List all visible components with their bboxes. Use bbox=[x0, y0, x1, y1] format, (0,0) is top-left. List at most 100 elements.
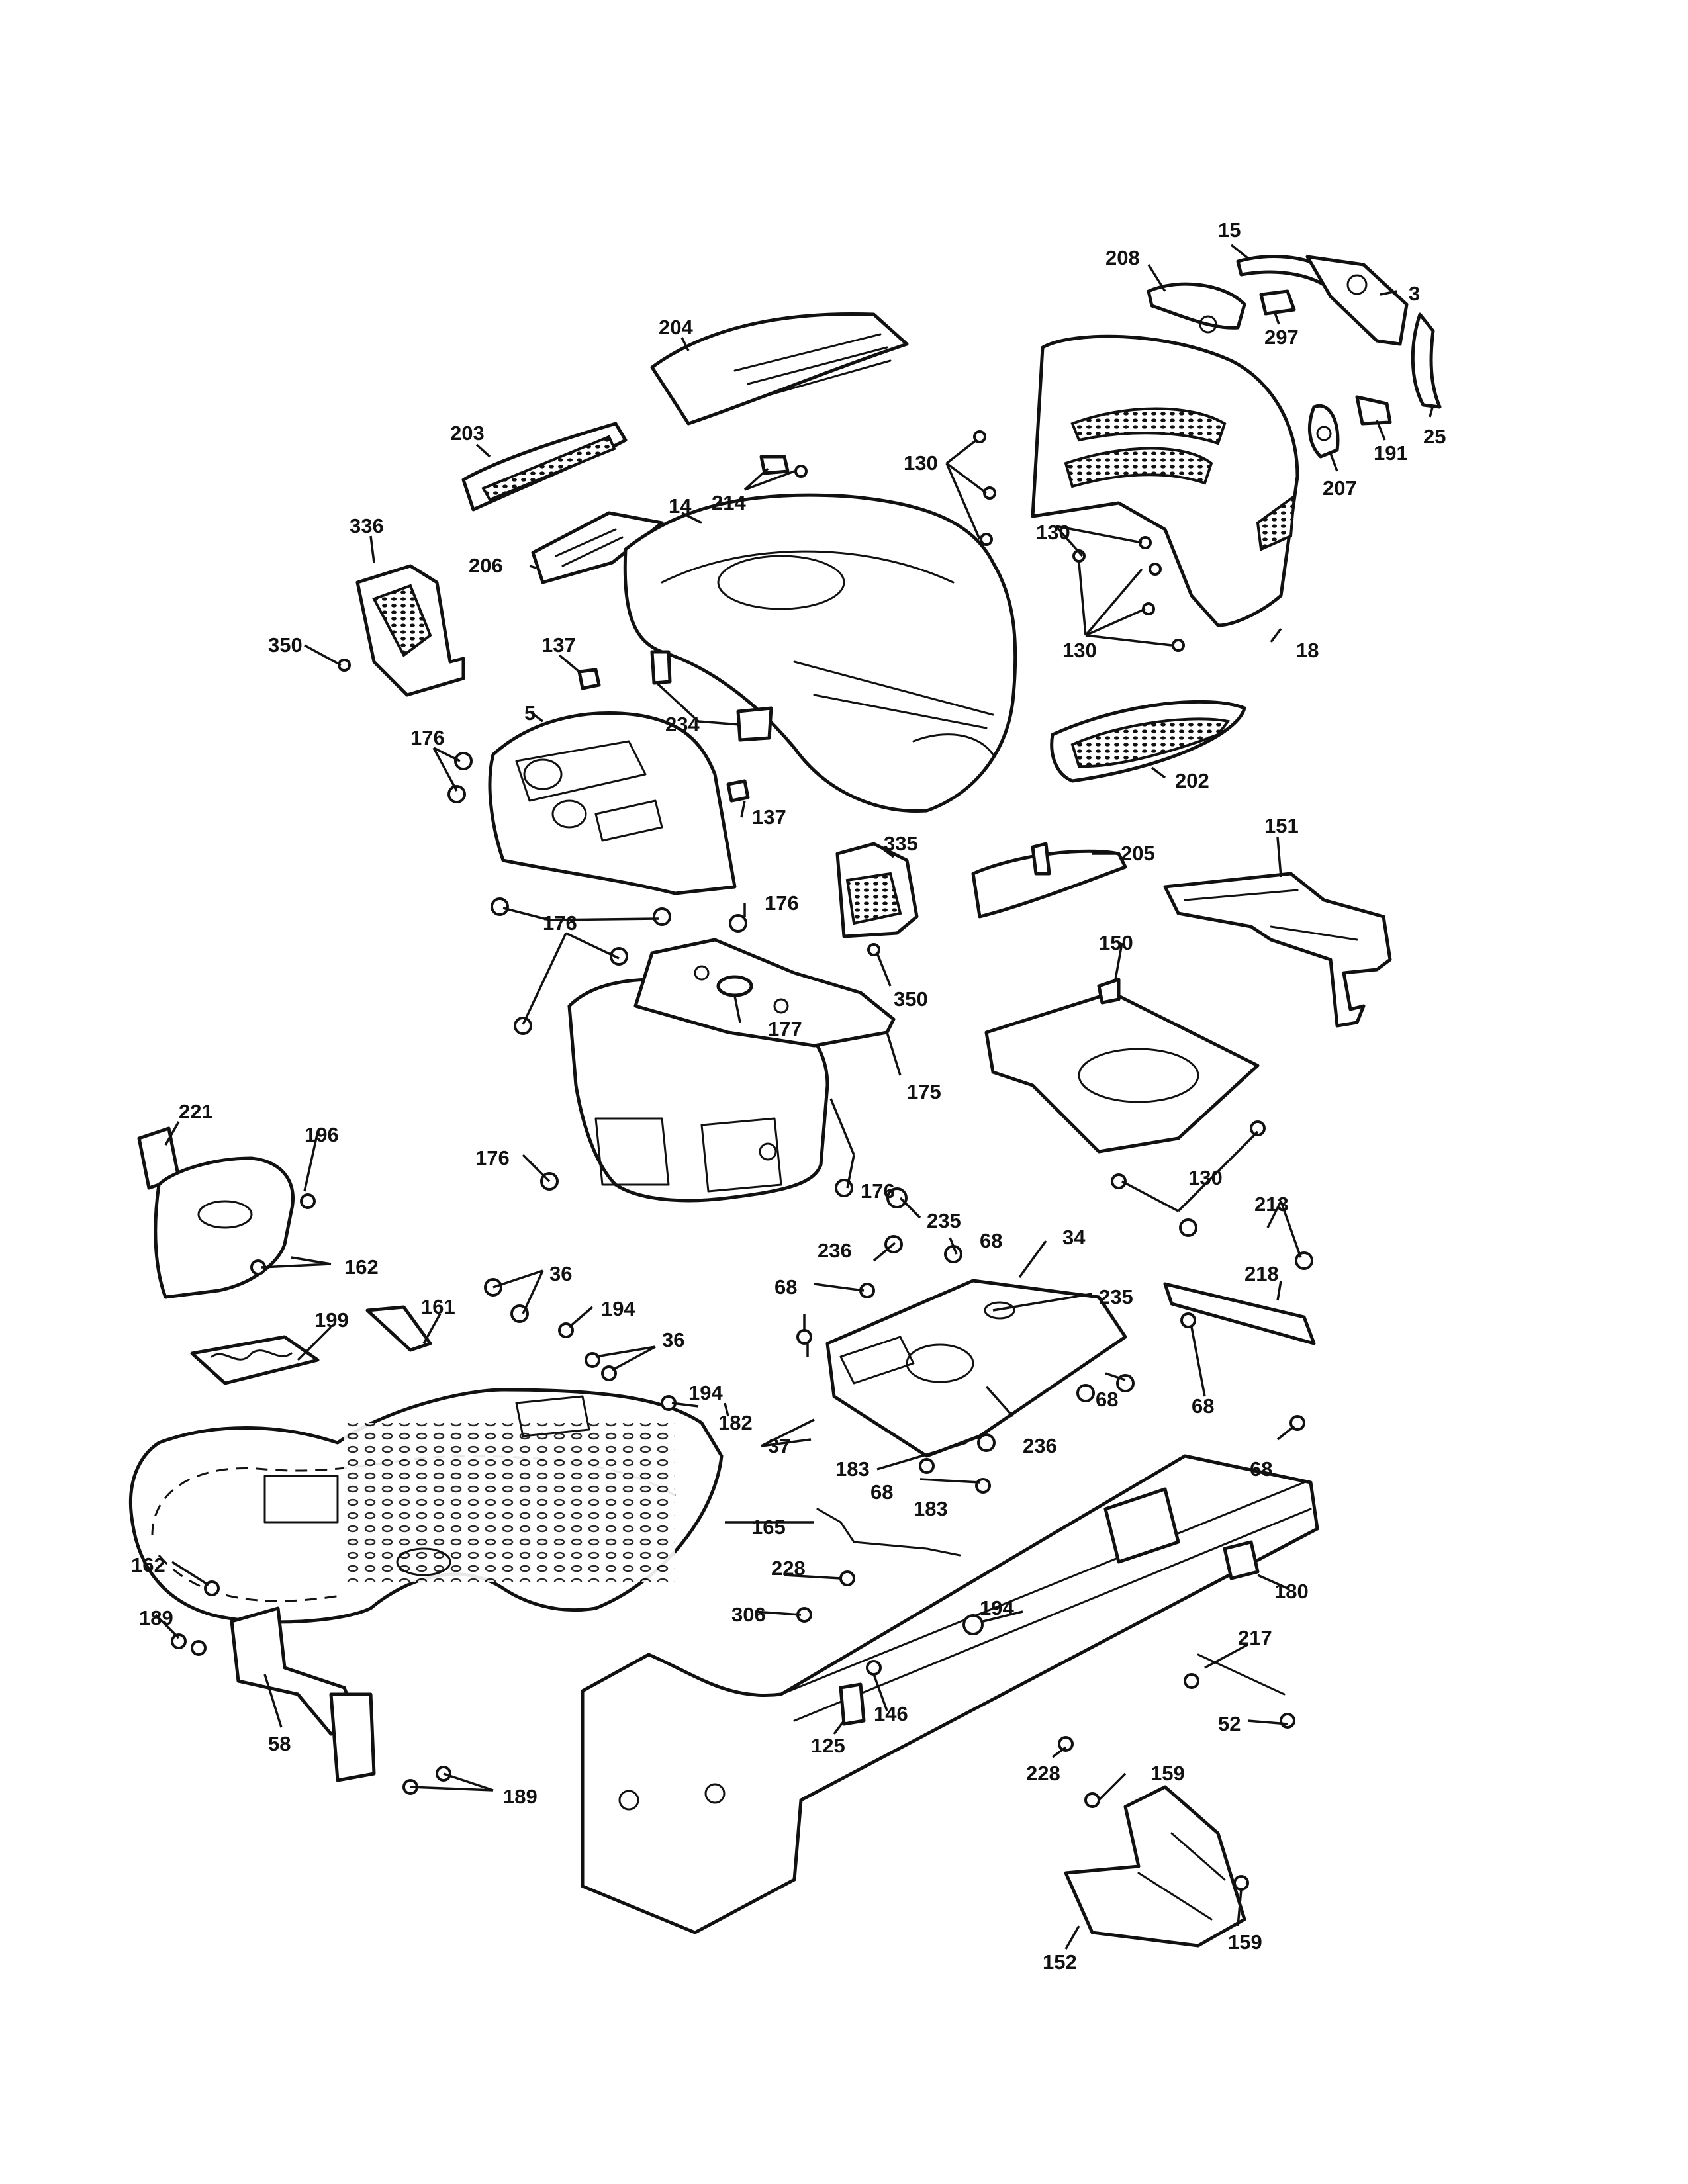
callout-5: 5 bbox=[524, 702, 536, 725]
callout-183-a: 183 bbox=[835, 1457, 870, 1480]
callout-297: 297 bbox=[1264, 326, 1299, 349]
callout-205: 205 bbox=[1121, 842, 1155, 865]
bulb-part-297 bbox=[1259, 289, 1296, 316]
bracket-part-175 bbox=[633, 938, 896, 1048]
callout-25: 25 bbox=[1423, 425, 1446, 448]
fuel-tank-cover-part-150 bbox=[984, 978, 1260, 1154]
callout-235-b: 235 bbox=[1099, 1285, 1133, 1308]
callout-350-a: 350 bbox=[268, 633, 303, 657]
callout-221: 221 bbox=[179, 1100, 213, 1123]
callout-36-b: 36 bbox=[662, 1328, 684, 1351]
callout-58: 58 bbox=[268, 1732, 291, 1755]
link-part-165 bbox=[816, 1508, 961, 1557]
callout-37: 37 bbox=[768, 1434, 790, 1457]
callout-130-b: 130 bbox=[1036, 521, 1070, 544]
dash-panel-part-5 bbox=[488, 711, 737, 895]
callout-191: 191 bbox=[1374, 441, 1408, 465]
callout-152: 152 bbox=[1043, 1950, 1077, 1974]
bracket-part-218 bbox=[1163, 1282, 1316, 1345]
callout-189-b: 189 bbox=[503, 1785, 538, 1808]
callout-130-d: 130 bbox=[1188, 1166, 1223, 1189]
callout-162-a: 162 bbox=[344, 1255, 379, 1279]
pedal-plate-part-34 bbox=[825, 1279, 1127, 1458]
callout-228-a: 228 bbox=[771, 1557, 806, 1580]
fender-deck-part-37 bbox=[128, 1388, 724, 1624]
callout-207: 207 bbox=[1323, 477, 1357, 500]
callout-68-b: 68 bbox=[774, 1275, 797, 1298]
callout-306: 306 bbox=[731, 1603, 766, 1626]
callout-176-a: 176 bbox=[410, 726, 445, 749]
callout-208: 208 bbox=[1105, 246, 1140, 269]
callout-14: 14 bbox=[669, 494, 692, 518]
side-panel-part-335 bbox=[835, 842, 919, 938]
callout-196: 196 bbox=[305, 1123, 339, 1146]
front-grille-housing-part-18 bbox=[1031, 334, 1299, 627]
callout-202: 202 bbox=[1175, 769, 1209, 792]
callout-213: 213 bbox=[1254, 1193, 1289, 1216]
callout-3: 3 bbox=[1409, 282, 1420, 305]
callout-130-c: 130 bbox=[1062, 639, 1097, 662]
console-part-196 bbox=[154, 1156, 295, 1299]
callout-34: 34 bbox=[1062, 1226, 1086, 1249]
callout-218: 218 bbox=[1244, 1262, 1279, 1285]
callout-18: 18 bbox=[1296, 639, 1319, 662]
hinge-part-199 bbox=[190, 1335, 320, 1385]
lamp-part-207 bbox=[1307, 404, 1340, 459]
bracket-part-58 bbox=[230, 1606, 376, 1782]
callout-159-b: 159 bbox=[1228, 1931, 1262, 1954]
callout-214: 214 bbox=[712, 491, 746, 514]
callout-68-e: 68 bbox=[870, 1480, 893, 1504]
callout-177: 177 bbox=[768, 1017, 802, 1040]
hardware-fasteners bbox=[171, 430, 1313, 1891]
callout-165: 165 bbox=[751, 1516, 786, 1539]
hood-top-panel-part-204 bbox=[650, 312, 909, 426]
callout-52: 52 bbox=[1218, 1712, 1241, 1735]
clip-part-214 bbox=[759, 455, 808, 478]
callout-217: 217 bbox=[1238, 1626, 1272, 1649]
callout-159-a: 159 bbox=[1150, 1762, 1185, 1785]
callout-180: 180 bbox=[1274, 1580, 1309, 1603]
clip-part-161 bbox=[365, 1305, 432, 1352]
callout-194-b: 194 bbox=[688, 1381, 723, 1404]
callout-15: 15 bbox=[1218, 218, 1241, 242]
callout-68-a: 68 bbox=[980, 1229, 1002, 1252]
callout-137-a: 137 bbox=[541, 633, 576, 657]
callout-194-a: 194 bbox=[601, 1297, 635, 1320]
callout-130-a: 130 bbox=[904, 451, 938, 475]
callout-234: 234 bbox=[665, 713, 700, 736]
clip-part-137 bbox=[577, 668, 750, 803]
cover-part-205 bbox=[971, 842, 1127, 919]
callout-68-f: 68 bbox=[1250, 1457, 1272, 1480]
callout-176-d: 176 bbox=[475, 1146, 510, 1169]
dash-vent-part-203 bbox=[461, 422, 628, 512]
callout-150: 150 bbox=[1099, 931, 1133, 954]
callout-176-e: 176 bbox=[861, 1179, 895, 1203]
callout-189-a: 189 bbox=[139, 1606, 173, 1629]
callout-236-b: 236 bbox=[1023, 1434, 1057, 1457]
hood-part-14 bbox=[623, 493, 1017, 813]
callout-182: 182 bbox=[718, 1411, 753, 1434]
side-panel-part-336 bbox=[355, 564, 465, 697]
rod-part-217 bbox=[1197, 1653, 1286, 1696]
callout-204: 204 bbox=[659, 316, 693, 339]
callout-176-b: 176 bbox=[765, 891, 799, 915]
callout-labels: 15 208 3 297 25 191 207 204 203 214 130 … bbox=[131, 218, 1446, 1974]
callout-125: 125 bbox=[811, 1734, 845, 1757]
callout-194-c: 194 bbox=[980, 1596, 1014, 1619]
callout-336: 336 bbox=[350, 514, 384, 537]
chassis-frame-part-180 bbox=[581, 1454, 1319, 1934]
callout-175: 175 bbox=[907, 1080, 941, 1103]
trim-clip-part-234 bbox=[650, 650, 773, 742]
callout-137-b: 137 bbox=[752, 805, 786, 829]
callout-176-c: 176 bbox=[543, 911, 577, 934]
knob-part-177 bbox=[716, 975, 753, 997]
callout-151: 151 bbox=[1264, 814, 1299, 837]
skid-plate-part-152 bbox=[1064, 1785, 1246, 1948]
bracket-part-125 bbox=[839, 1682, 866, 1726]
callout-228-b: 228 bbox=[1026, 1762, 1060, 1785]
trim-part-25 bbox=[1411, 312, 1442, 409]
callout-199: 199 bbox=[314, 1308, 349, 1332]
callout-68-d: 68 bbox=[1192, 1394, 1214, 1418]
callout-203: 203 bbox=[450, 422, 485, 445]
callout-350-b: 350 bbox=[894, 987, 928, 1011]
